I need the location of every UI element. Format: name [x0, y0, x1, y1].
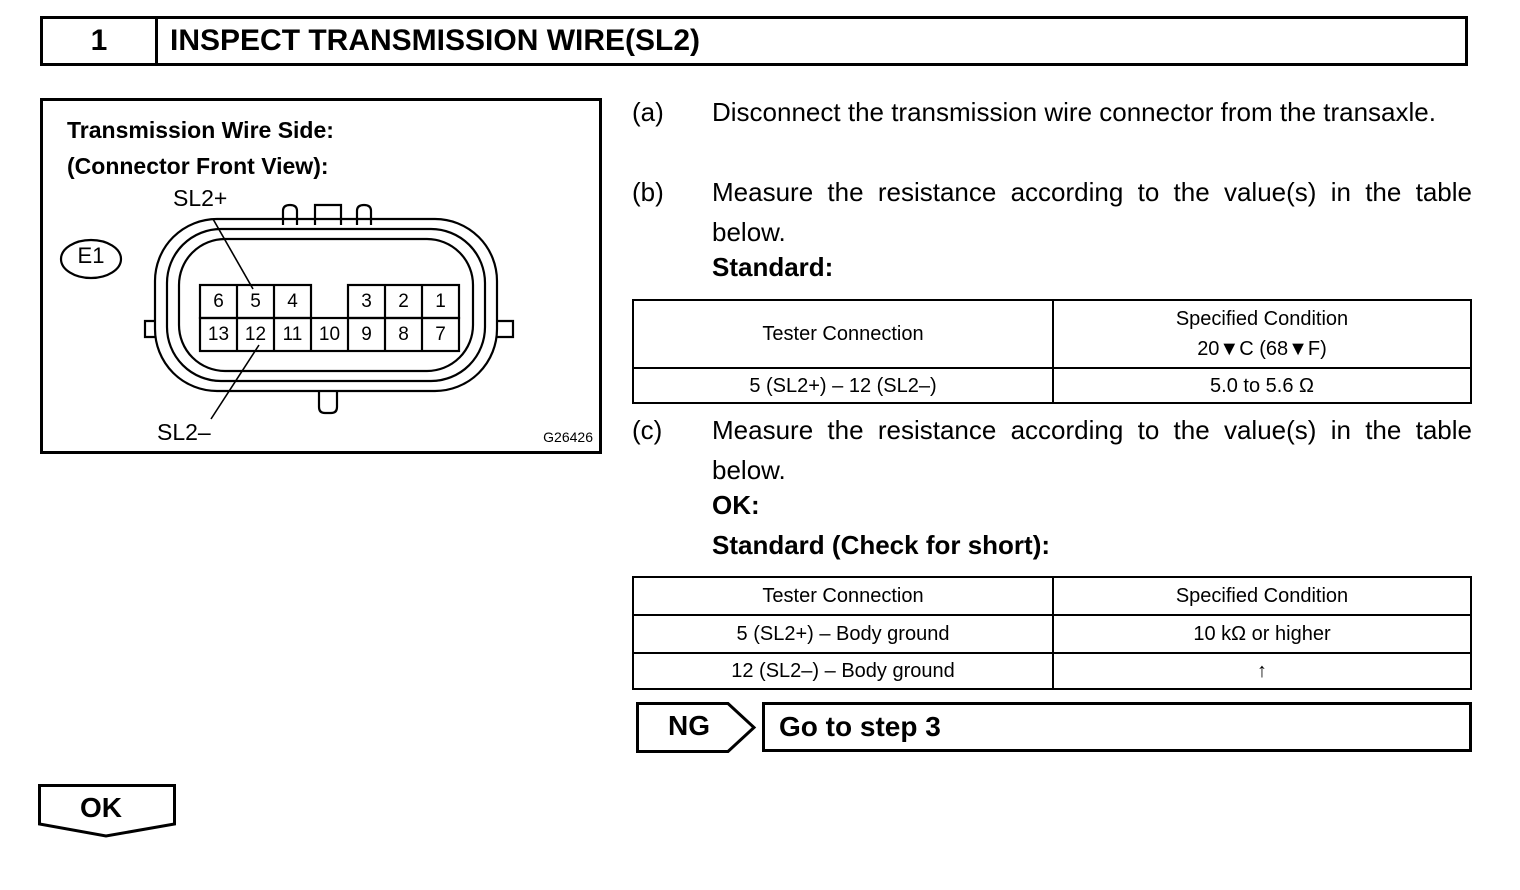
pin-12: 12: [244, 323, 267, 345]
table-header-row: Tester Connection Specified Condition: [632, 576, 1472, 616]
table-header-row: Tester Connection Specified Condition 20…: [632, 299, 1472, 369]
table-cell: 10 kΩ or higher: [1052, 614, 1472, 654]
table-cell: ↑: [1052, 652, 1472, 690]
ok-heading: OK:: [712, 490, 760, 520]
step-a: (a) Disconnect the transmission wire con…: [632, 92, 1472, 132]
table-header-cell: Tester Connection: [632, 576, 1054, 616]
connector-id: E1: [77, 243, 105, 268]
table-header-cell: Specified Condition: [1052, 576, 1472, 616]
temperature-condition: 20▼C (68▼F): [1197, 338, 1327, 360]
pin-10: 10: [318, 323, 341, 345]
pin-4: 4: [287, 290, 298, 312]
table-cell: 5 (SL2+) – Body ground: [632, 614, 1054, 654]
resistance-table-1: Tester Connection Specified Condition 20…: [632, 299, 1472, 404]
step-a-text: Disconnect the transmission wire connect…: [712, 97, 1436, 127]
pin-3: 3: [361, 290, 372, 312]
table-row: 5 (SL2+) – Body ground 10 kΩ or higher: [632, 614, 1472, 654]
ng-arrow-icon: [636, 702, 757, 753]
figure-caption-line2: (Connector Front View):: [67, 153, 329, 179]
pin-13: 13: [207, 323, 230, 345]
figure-caption-line1: Transmission Wire Side:: [67, 117, 334, 143]
step-a-label: (a): [632, 97, 664, 127]
table-cell: 5 (SL2+) – 12 (SL2–): [632, 367, 1054, 404]
ok-label: OK: [80, 792, 122, 823]
label-sl2-plus: SL2+: [173, 185, 228, 211]
pin-6: 6: [213, 290, 224, 312]
step-c: (c) Measure the resistance according to …: [632, 410, 1472, 490]
table-row: 12 (SL2–) – Body ground ↑: [632, 652, 1472, 690]
label-sl2-minus: SL2–: [157, 419, 211, 445]
step-b: (b) Measure the resistance according to …: [632, 172, 1472, 252]
table-cell: 5.0 to 5.6 Ω: [1052, 367, 1472, 404]
table-row: 5 (SL2+) – 12 (SL2–) 5.0 to 5.6 Ω: [632, 367, 1472, 404]
table-header-cell: Tester Connection: [632, 299, 1054, 369]
connector-figure: Transmission Wire Side: (Connector Front…: [40, 98, 602, 454]
pin-2: 2: [398, 290, 409, 312]
step-number: 1: [43, 19, 158, 63]
pin-1: 1: [435, 290, 446, 312]
connector-drawing: [59, 203, 515, 420]
ng-action: Go to step 3: [762, 702, 1472, 752]
step-title: INSPECT TRANSMISSION WIRE(SL2): [170, 24, 701, 57]
pin-11: 11: [282, 323, 303, 345]
figure-code: G26426: [543, 429, 593, 445]
pin-7: 7: [435, 323, 446, 345]
specified-condition-label: Specified Condition: [1175, 308, 1349, 330]
step-header: 1 INSPECT TRANSMISSION WIRE(SL2): [40, 16, 1468, 66]
ok-arrow-icon: [38, 784, 176, 838]
standard-heading-2: Standard (Check for short):: [712, 530, 1051, 560]
step-b-text: Measure the resistance according to the …: [712, 177, 1472, 247]
step-b-label: (b): [632, 177, 664, 207]
step-c-text: Measure the resistance according to the …: [712, 415, 1472, 485]
pin-8: 8: [398, 323, 409, 345]
pin-5: 5: [250, 290, 261, 312]
step-c-label: (c): [632, 415, 663, 445]
ng-label: NG: [668, 710, 710, 741]
table-header-cell: Specified Condition 20▼C (68▼F): [1052, 299, 1472, 369]
table-cell: 12 (SL2–) – Body ground: [632, 652, 1054, 690]
pin-9: 9: [361, 323, 372, 345]
standard-heading-1: Standard:: [712, 252, 834, 282]
resistance-table-2: Tester Connection Specified Condition 5 …: [632, 576, 1472, 690]
